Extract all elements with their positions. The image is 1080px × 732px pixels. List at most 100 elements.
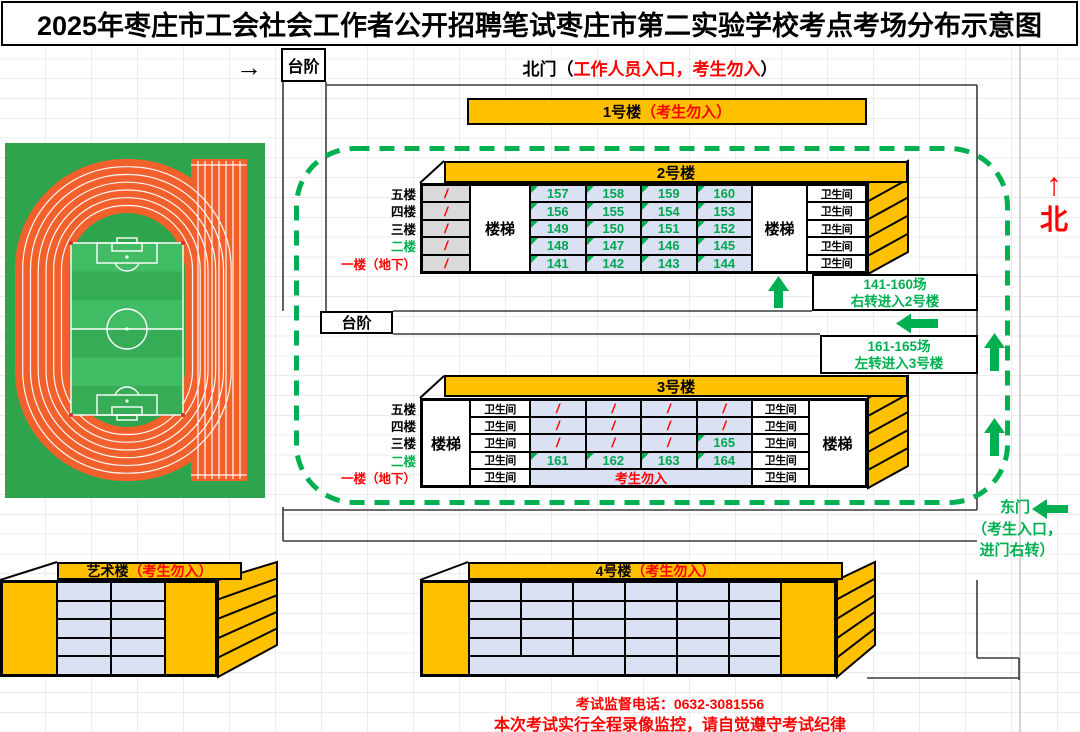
- closed-cell: /: [422, 185, 470, 203]
- stairs-cell-b2-left: 楼梯: [470, 185, 530, 272]
- room-cell: 142: [585, 254, 641, 272]
- room-cell: /: [585, 400, 641, 418]
- building3-front: 楼梯 卫生间 卫生间 卫生间 卫生间 卫生间 / / / / / / / / /…: [420, 398, 868, 488]
- sports-field: [5, 143, 265, 498]
- window-cell: [625, 619, 677, 638]
- toilet-cell: 卫生间: [470, 434, 530, 452]
- room-cell: 154: [641, 202, 697, 220]
- window-cell: [729, 637, 781, 657]
- arrow-up-to-building2: [768, 276, 789, 308]
- building2-name: 2号楼: [656, 164, 696, 182]
- b3-floor-label-4: 四楼: [390, 420, 416, 435]
- room-cell: 153: [696, 202, 752, 220]
- east-gate-name: 东门: [999, 499, 1030, 516]
- toilet-cell: 卫生间: [752, 468, 809, 486]
- window-cell: [57, 619, 111, 638]
- building2-front: / / / / / 楼梯 157 158 159 160 156 155 154…: [420, 183, 868, 274]
- toilet-cell: 卫生间: [807, 219, 866, 238]
- room-cell: /: [530, 434, 586, 452]
- room-cell: 155: [585, 202, 641, 220]
- room-cell: 161: [530, 451, 586, 469]
- west-direction-arrow: →: [236, 52, 262, 82]
- window-cell: [469, 600, 521, 620]
- exam-discipline-notice: 本次考试实行全程录像监控，请自觉遵守考试纪律: [493, 717, 846, 732]
- window-cell: [573, 619, 625, 638]
- window-cell: [469, 656, 625, 675]
- closed-cell: /: [422, 219, 470, 238]
- window-cell: [469, 619, 521, 638]
- b2-floor-label-3: 三楼: [390, 222, 416, 237]
- window-cell: [625, 600, 677, 620]
- stairs-cell-b3-left: 楼梯: [422, 400, 470, 486]
- art-building-name: 艺术楼: [86, 563, 129, 579]
- b3-floor-label-2: 二楼: [390, 454, 416, 469]
- toilet-cell: 卫生间: [470, 451, 530, 469]
- building4-roof-band: 4号楼（考生勿入）: [468, 562, 843, 580]
- room-cell: 141: [530, 254, 586, 272]
- arrow-up-route-2: [984, 418, 1005, 456]
- toilet-cell: 卫生间: [807, 185, 866, 203]
- room-cell: /: [696, 400, 752, 418]
- art-building-roof-band: 艺术楼（考生勿入）: [57, 562, 242, 580]
- b2-floor-label-5: 五楼: [390, 188, 416, 202]
- b2-floor-label-2: 二楼: [390, 240, 416, 255]
- room-cell: /: [530, 417, 586, 435]
- sign2-sessions: 161-165场: [867, 338, 931, 354]
- window-cell: [111, 637, 165, 657]
- window-cell: [469, 637, 521, 657]
- arrow-up-route-1: [984, 333, 1005, 371]
- toilet-cell: 卫生间: [470, 400, 530, 418]
- building3-name: 3号楼: [656, 378, 696, 396]
- route-sign-building2: 141-160场 右转进入2号楼: [812, 274, 978, 311]
- window-cell: [111, 582, 165, 601]
- window-cell: [573, 600, 625, 620]
- candidate-route-dashed-path: [294, 146, 1010, 505]
- room-cell: /: [696, 417, 752, 435]
- building4-wing: [422, 582, 469, 675]
- room-cell: /: [641, 417, 697, 435]
- window-cell: [729, 582, 781, 601]
- room-cell: 146: [641, 237, 697, 255]
- art-building-wing: [165, 582, 216, 675]
- b2-floor-label-4: 四楼: [390, 205, 416, 220]
- toilet-cell: 卫生间: [470, 468, 530, 486]
- room-cell: 143: [641, 254, 697, 272]
- window-cell: [677, 637, 729, 657]
- route-arrows: [768, 276, 1068, 519]
- north-gate-warning: 工作人员入口，考生勿入: [573, 60, 761, 79]
- window-cell: [625, 656, 677, 675]
- art-building-wing: [2, 582, 57, 675]
- roof-edges: [0, 160, 469, 581]
- map-title: 2025年枣庄市工会社会工作者公开招聘笔试枣庄市第二实验学校考点考场分布示意图: [1, 1, 1078, 46]
- window-cell: [469, 582, 521, 601]
- window-cell: [521, 600, 573, 620]
- room-cell: 152: [696, 219, 752, 238]
- east-gate-line2: （考生入口，: [971, 521, 1062, 538]
- toilet-cell: 卫生间: [752, 451, 809, 469]
- window-cell: [111, 619, 165, 638]
- north-gate-label: 北门（工作人员入口，考生勿入）: [522, 60, 778, 79]
- building1-name: 1号楼: [602, 104, 642, 121]
- north-gate-name: 北门（: [522, 60, 574, 79]
- window-cell: [677, 656, 729, 675]
- building3-roof-band: 3号楼: [444, 375, 908, 397]
- room-cell: 158: [585, 185, 641, 203]
- supervision-phone: 考试监督电话：0632-3081556: [575, 696, 765, 712]
- closed-cell: /: [422, 237, 470, 255]
- building4-front: [420, 580, 837, 677]
- room-cell: /: [641, 434, 697, 452]
- window-cell: [111, 600, 165, 620]
- window-cell: [625, 582, 677, 601]
- closed-cell: /: [422, 254, 470, 272]
- stairs-box-middle: 台阶: [320, 311, 393, 334]
- window-cell: [573, 582, 625, 601]
- building-3d-sides: [217, 159, 909, 680]
- stairs-cell-b2-right: 楼梯: [752, 185, 807, 272]
- window-cell: [573, 637, 625, 657]
- campus-walls: [282, 82, 1020, 680]
- art-building-front: [0, 580, 218, 677]
- window-cell: [677, 582, 729, 601]
- building1-warning: （考生勿入）: [641, 104, 732, 121]
- sign1-direction: 右转进入2号楼: [850, 293, 940, 309]
